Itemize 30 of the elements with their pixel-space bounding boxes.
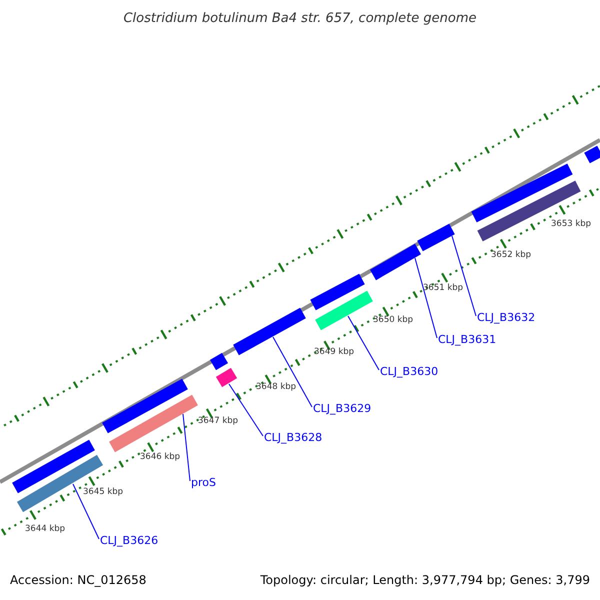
position-label: 3646 kbp	[140, 453, 180, 462]
leader-line	[182, 414, 190, 482]
gene-feature-bar	[109, 394, 198, 452]
gene-feature-bar	[370, 244, 421, 280]
leader-line	[72, 484, 100, 540]
gene-label: CLJ_B3629	[313, 403, 372, 414]
gene-feature-bar	[16, 454, 104, 512]
gene-label: CLJ_B3631	[438, 334, 496, 345]
accession-text: Accession: NC_012658	[10, 574, 146, 586]
gene-label: CLJ_B3628	[264, 432, 322, 443]
gene-feature-bar	[216, 368, 238, 388]
position-label: 3649 kbp	[314, 348, 354, 356]
leader-line	[452, 236, 476, 316]
leader-line	[414, 258, 438, 338]
leader-line	[348, 316, 380, 370]
gene-label: CLJ_B3630	[380, 366, 438, 377]
leader-line	[272, 336, 312, 408]
position-label: 3653 kbp	[551, 220, 592, 228]
gene-label: proS	[191, 477, 216, 488]
genome-summary-text: Topology: circular; Length: 3,977,794 bp; Genes: 3,799	[260, 574, 590, 586]
position-label: 3652 kbp	[491, 251, 532, 260]
leader-line	[228, 384, 264, 436]
gene-feature-bar	[417, 224, 455, 252]
position-label: 3645 kbp	[83, 488, 124, 496]
gene-label: CLJ_B3632	[477, 312, 536, 323]
map-title: Clostridium botulinum Ba4 str. 657, complete genome	[122, 10, 478, 28]
gene-label: CLJ_B3626	[100, 535, 158, 546]
gene-feature-bar	[233, 308, 306, 356]
gene-feature-bar	[315, 290, 373, 330]
position-label: 3648 kbp	[256, 383, 296, 392]
